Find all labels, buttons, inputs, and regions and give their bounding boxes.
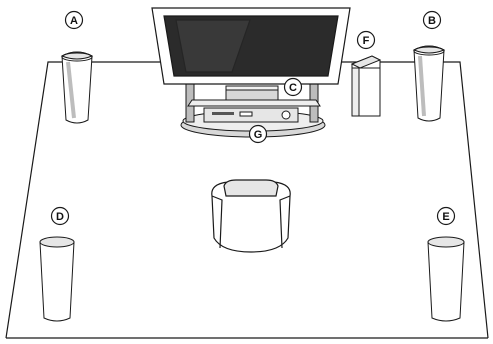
callout-c-circle [283, 77, 303, 97]
rear-left-speaker [39, 236, 75, 322]
callout-a: A [64, 10, 84, 30]
listening-chair [211, 179, 291, 253]
callout-g-circle [248, 124, 268, 144]
center-speaker [225, 85, 279, 101]
callout-b: B [422, 10, 442, 30]
callout-b-circle [422, 10, 442, 30]
av-receiver [203, 107, 299, 123]
front-left-speaker [60, 51, 94, 124]
callout-d-circle [50, 206, 70, 226]
callout-g: G [248, 124, 268, 144]
callout-f-circle [356, 30, 376, 50]
front-right-speaker [412, 45, 446, 122]
tv [151, 7, 351, 85]
callout-a-label: A [70, 15, 78, 27]
callout-e-circle [436, 206, 456, 226]
callout-f-label: F [363, 35, 370, 47]
callout-c-label: C [289, 82, 297, 94]
callout-b-label: B [428, 15, 436, 27]
callout-g-label: G [254, 129, 263, 141]
subwoofer [350, 55, 382, 117]
callout-e-label: E [442, 211, 449, 223]
callout-a-circle [64, 10, 84, 30]
callout-c: C [283, 77, 303, 97]
callout-e: E [436, 206, 456, 226]
rear-right-speaker [427, 236, 465, 322]
callout-d: D [50, 206, 70, 226]
callout-d-label: D [56, 211, 64, 223]
callout-f: F [356, 30, 376, 50]
